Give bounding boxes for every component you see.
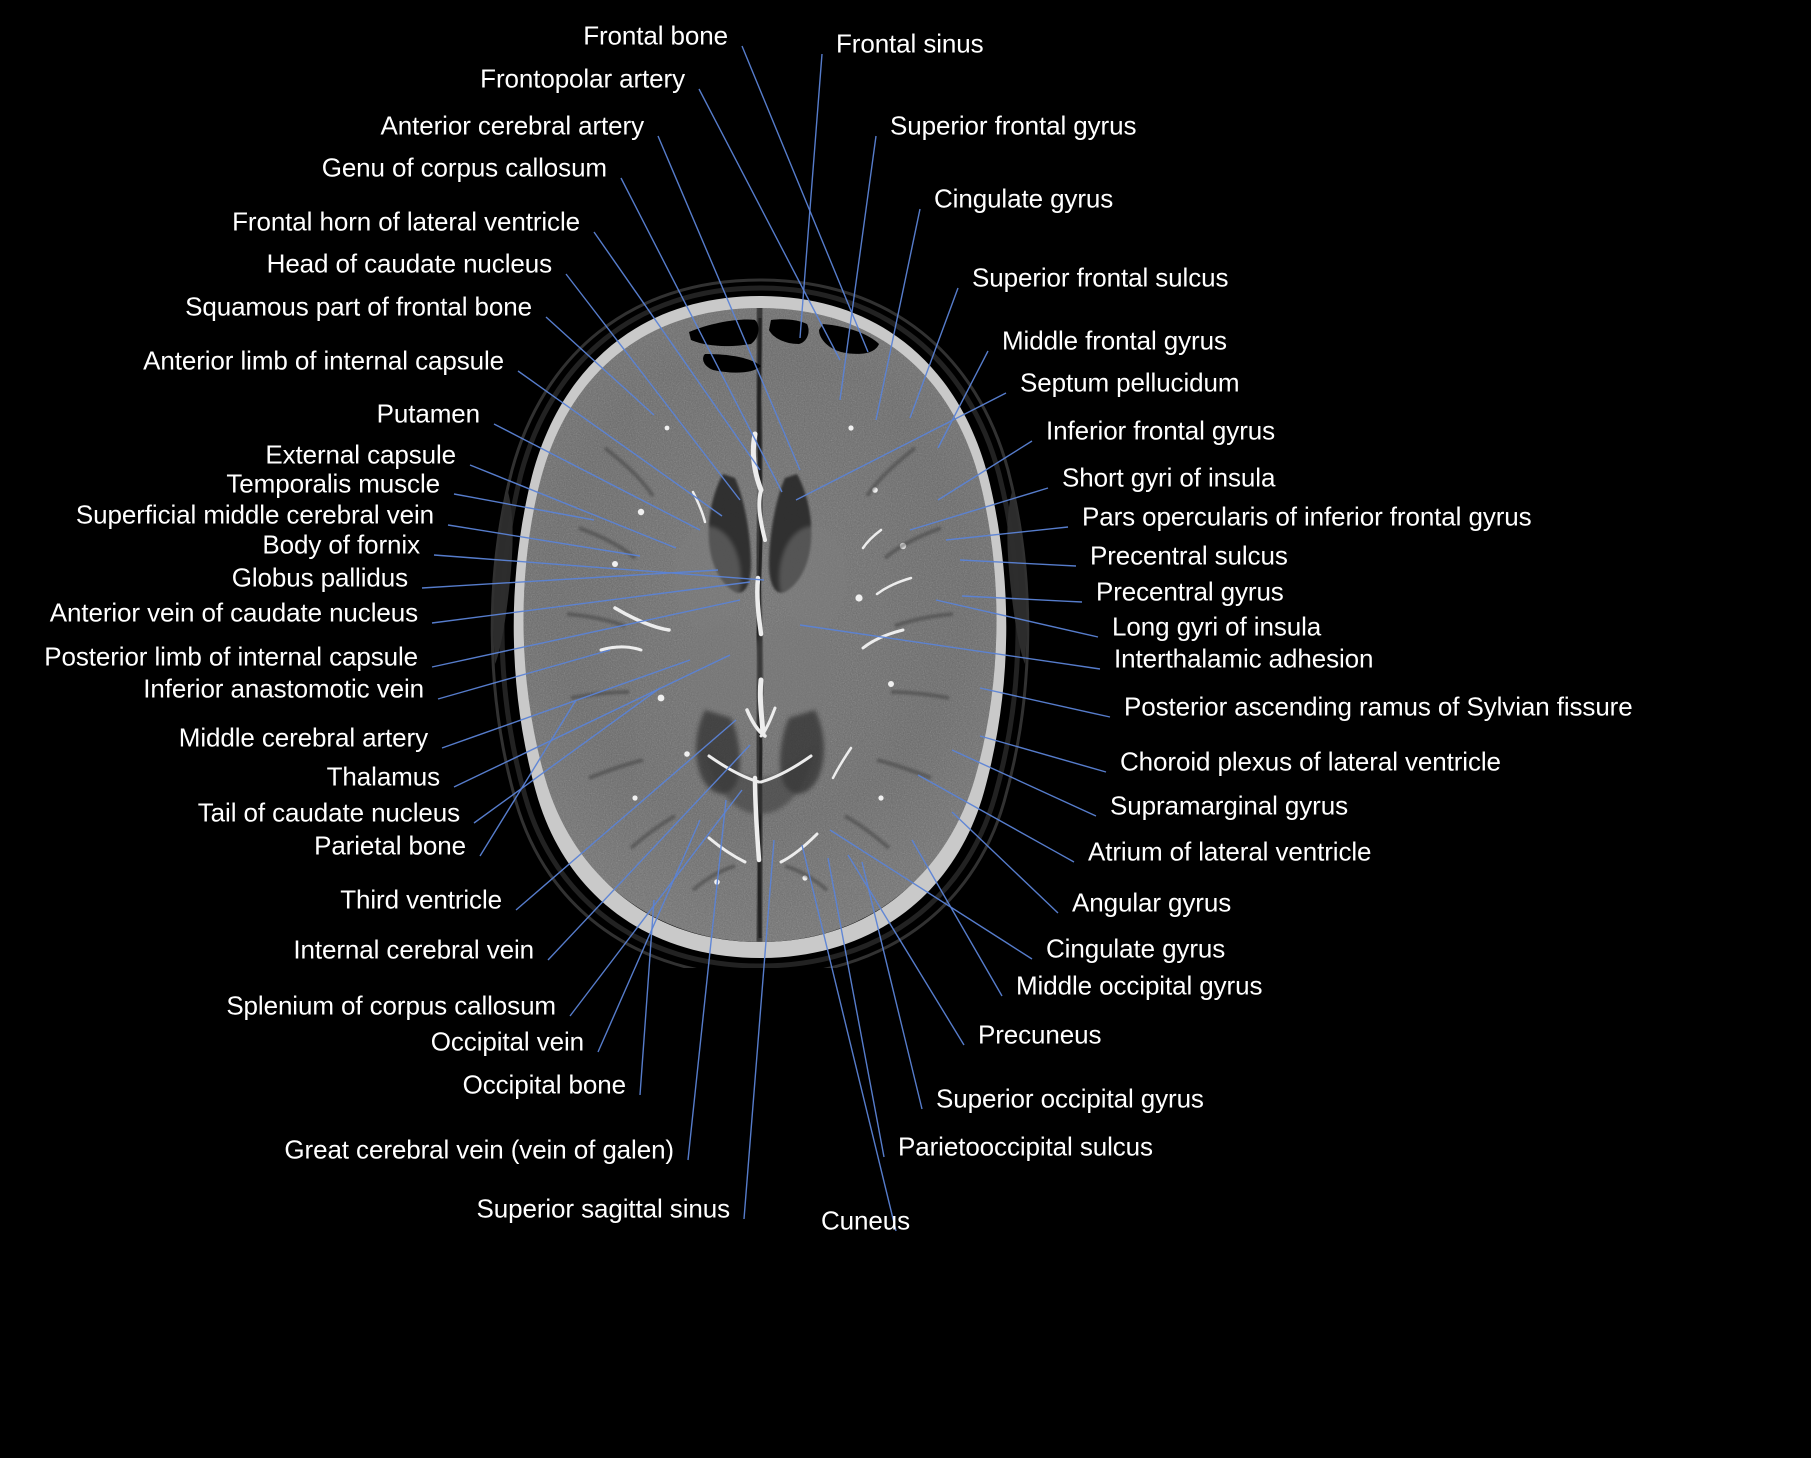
label-superior-sagittal-sinus[interactable]: Superior sagittal sinus [476, 1193, 731, 1224]
label-septum-pellucidum[interactable]: Septum pellucidum [1020, 367, 1240, 398]
label-frontal-horn-of-lateral-ventricle[interactable]: Frontal horn of lateral ventricle [232, 206, 580, 237]
label-head-of-caudate-nucleus[interactable]: Head of caudate nucleus [266, 248, 552, 279]
label-parietal-bone[interactable]: Parietal bone [314, 830, 466, 861]
label-parietooccipital-sulcus[interactable]: Parietooccipital sulcus [898, 1131, 1153, 1162]
lentiform-nucleus-right [779, 526, 847, 630]
label-putamen[interactable]: Putamen [376, 398, 480, 429]
label-angular-gyrus[interactable]: Angular gyrus [1072, 887, 1232, 918]
label-third-ventricle[interactable]: Third ventricle [340, 884, 502, 915]
label-precuneus[interactable]: Precuneus [978, 1019, 1102, 1050]
label-inferior-anastomotic-vein[interactable]: Inferior anastomotic vein [143, 673, 424, 704]
label-great-cerebral-vein-vein-of-galen[interactable]: Great cerebral vein (vein of galen) [284, 1134, 674, 1165]
label-pars-opercularis-of-inferior-frontal-gyrus[interactable]: Pars opercularis of inferior frontal gyr… [1082, 501, 1532, 532]
label-interthalamic-adhesion[interactable]: Interthalamic adhesion [1114, 643, 1374, 674]
label-cingulate-gyrus[interactable]: Cingulate gyrus [934, 183, 1114, 214]
label-splenium-of-corpus-callosum[interactable]: Splenium of corpus callosum [226, 990, 556, 1021]
lentiform-nucleus-left [673, 526, 741, 630]
label-middle-occipital-gyrus[interactable]: Middle occipital gyrus [1016, 970, 1263, 1001]
label-atrium-of-lateral-ventricle[interactable]: Atrium of lateral ventricle [1088, 836, 1372, 867]
label-superficial-middle-cerebral-vein[interactable]: Superficial middle cerebral vein [75, 499, 434, 530]
ct-scan-svg [490, 278, 1030, 968]
label-frontopolar-artery[interactable]: Frontopolar artery [480, 63, 685, 94]
label-thalamus[interactable]: Thalamus [326, 761, 440, 792]
label-superior-frontal-sulcus[interactable]: Superior frontal sulcus [972, 262, 1229, 293]
label-body-of-fornix[interactable]: Body of fornix [262, 529, 420, 560]
label-short-gyri-of-insula[interactable]: Short gyri of insula [1062, 462, 1276, 493]
label-temporalis-muscle[interactable]: Temporalis muscle [226, 468, 440, 499]
label-anterior-vein-of-caudate-nucleus[interactable]: Anterior vein of caudate nucleus [49, 597, 418, 628]
label-frontal-sinus[interactable]: Frontal sinus [836, 28, 984, 59]
label-external-capsule[interactable]: External capsule [265, 439, 456, 470]
label-superior-occipital-gyrus[interactable]: Superior occipital gyrus [936, 1083, 1204, 1114]
label-middle-cerebral-artery[interactable]: Middle cerebral artery [178, 722, 428, 753]
label-inferior-frontal-gyrus[interactable]: Inferior frontal gyrus [1046, 415, 1276, 446]
label-long-gyri-of-insula[interactable]: Long gyri of insula [1112, 611, 1322, 642]
label-precentral-sulcus[interactable]: Precentral sulcus [1090, 540, 1288, 571]
label-posterior-limb-of-internal-capsule[interactable]: Posterior limb of internal capsule [44, 641, 418, 672]
label-supramarginal-gyrus[interactable]: Supramarginal gyrus [1110, 790, 1348, 821]
thalamus-left [685, 620, 765, 712]
label-occipital-vein[interactable]: Occipital vein [430, 1026, 584, 1057]
ct-brain-image [455, 278, 1065, 968]
label-posterior-ascending-ramus-of-sylvian-fissure[interactable]: Posterior ascending ramus of Sylvian fis… [1124, 691, 1633, 722]
label-internal-cerebral-vein[interactable]: Internal cerebral vein [293, 934, 534, 965]
label-globus-pallidus[interactable]: Globus pallidus [231, 562, 408, 593]
label-frontal-bone[interactable]: Frontal bone [583, 20, 728, 51]
label-middle-frontal-gyrus[interactable]: Middle frontal gyrus [1002, 325, 1227, 356]
label-occipital-bone[interactable]: Occipital bone [462, 1069, 626, 1100]
label-superior-frontal-gyrus[interactable]: Superior frontal gyrus [890, 110, 1137, 141]
label-cingulate-gyrus[interactable]: Cingulate gyrus [1046, 933, 1226, 964]
brain-parenchyma [523, 308, 997, 942]
label-genu-of-corpus-callosum[interactable]: Genu of corpus callosum [321, 152, 607, 183]
label-anterior-limb-of-internal-capsule[interactable]: Anterior limb of internal capsule [143, 345, 504, 376]
label-anterior-cerebral-artery[interactable]: Anterior cerebral artery [380, 110, 645, 141]
label-choroid-plexus-of-lateral-ventricle[interactable]: Choroid plexus of lateral ventricle [1120, 746, 1501, 777]
label-cuneus[interactable]: Cuneus [820, 1205, 910, 1236]
label-precentral-gyrus[interactable]: Precentral gyrus [1096, 576, 1284, 607]
thalamus-right [755, 620, 835, 712]
label-tail-of-caudate-nucleus[interactable]: Tail of caudate nucleus [197, 797, 460, 828]
label-squamous-part-of-frontal-bone[interactable]: Squamous part of frontal bone [185, 291, 532, 322]
